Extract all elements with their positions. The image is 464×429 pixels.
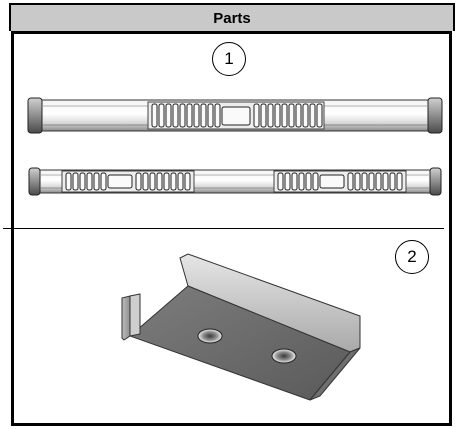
step-bar-double-grip-image: [28, 167, 442, 196]
callout-2: 2: [395, 240, 429, 274]
parts-title: Parts: [213, 9, 251, 27]
mounting-bracket-image: [121, 253, 361, 401]
callout-1: 1: [212, 42, 246, 76]
parts-header: Parts: [9, 3, 455, 31]
step-bar-long-grip-image: [27, 97, 443, 134]
section-divider: [3, 228, 444, 229]
callout-1-label: 1: [224, 49, 234, 68]
callout-2-label: 2: [407, 247, 417, 266]
